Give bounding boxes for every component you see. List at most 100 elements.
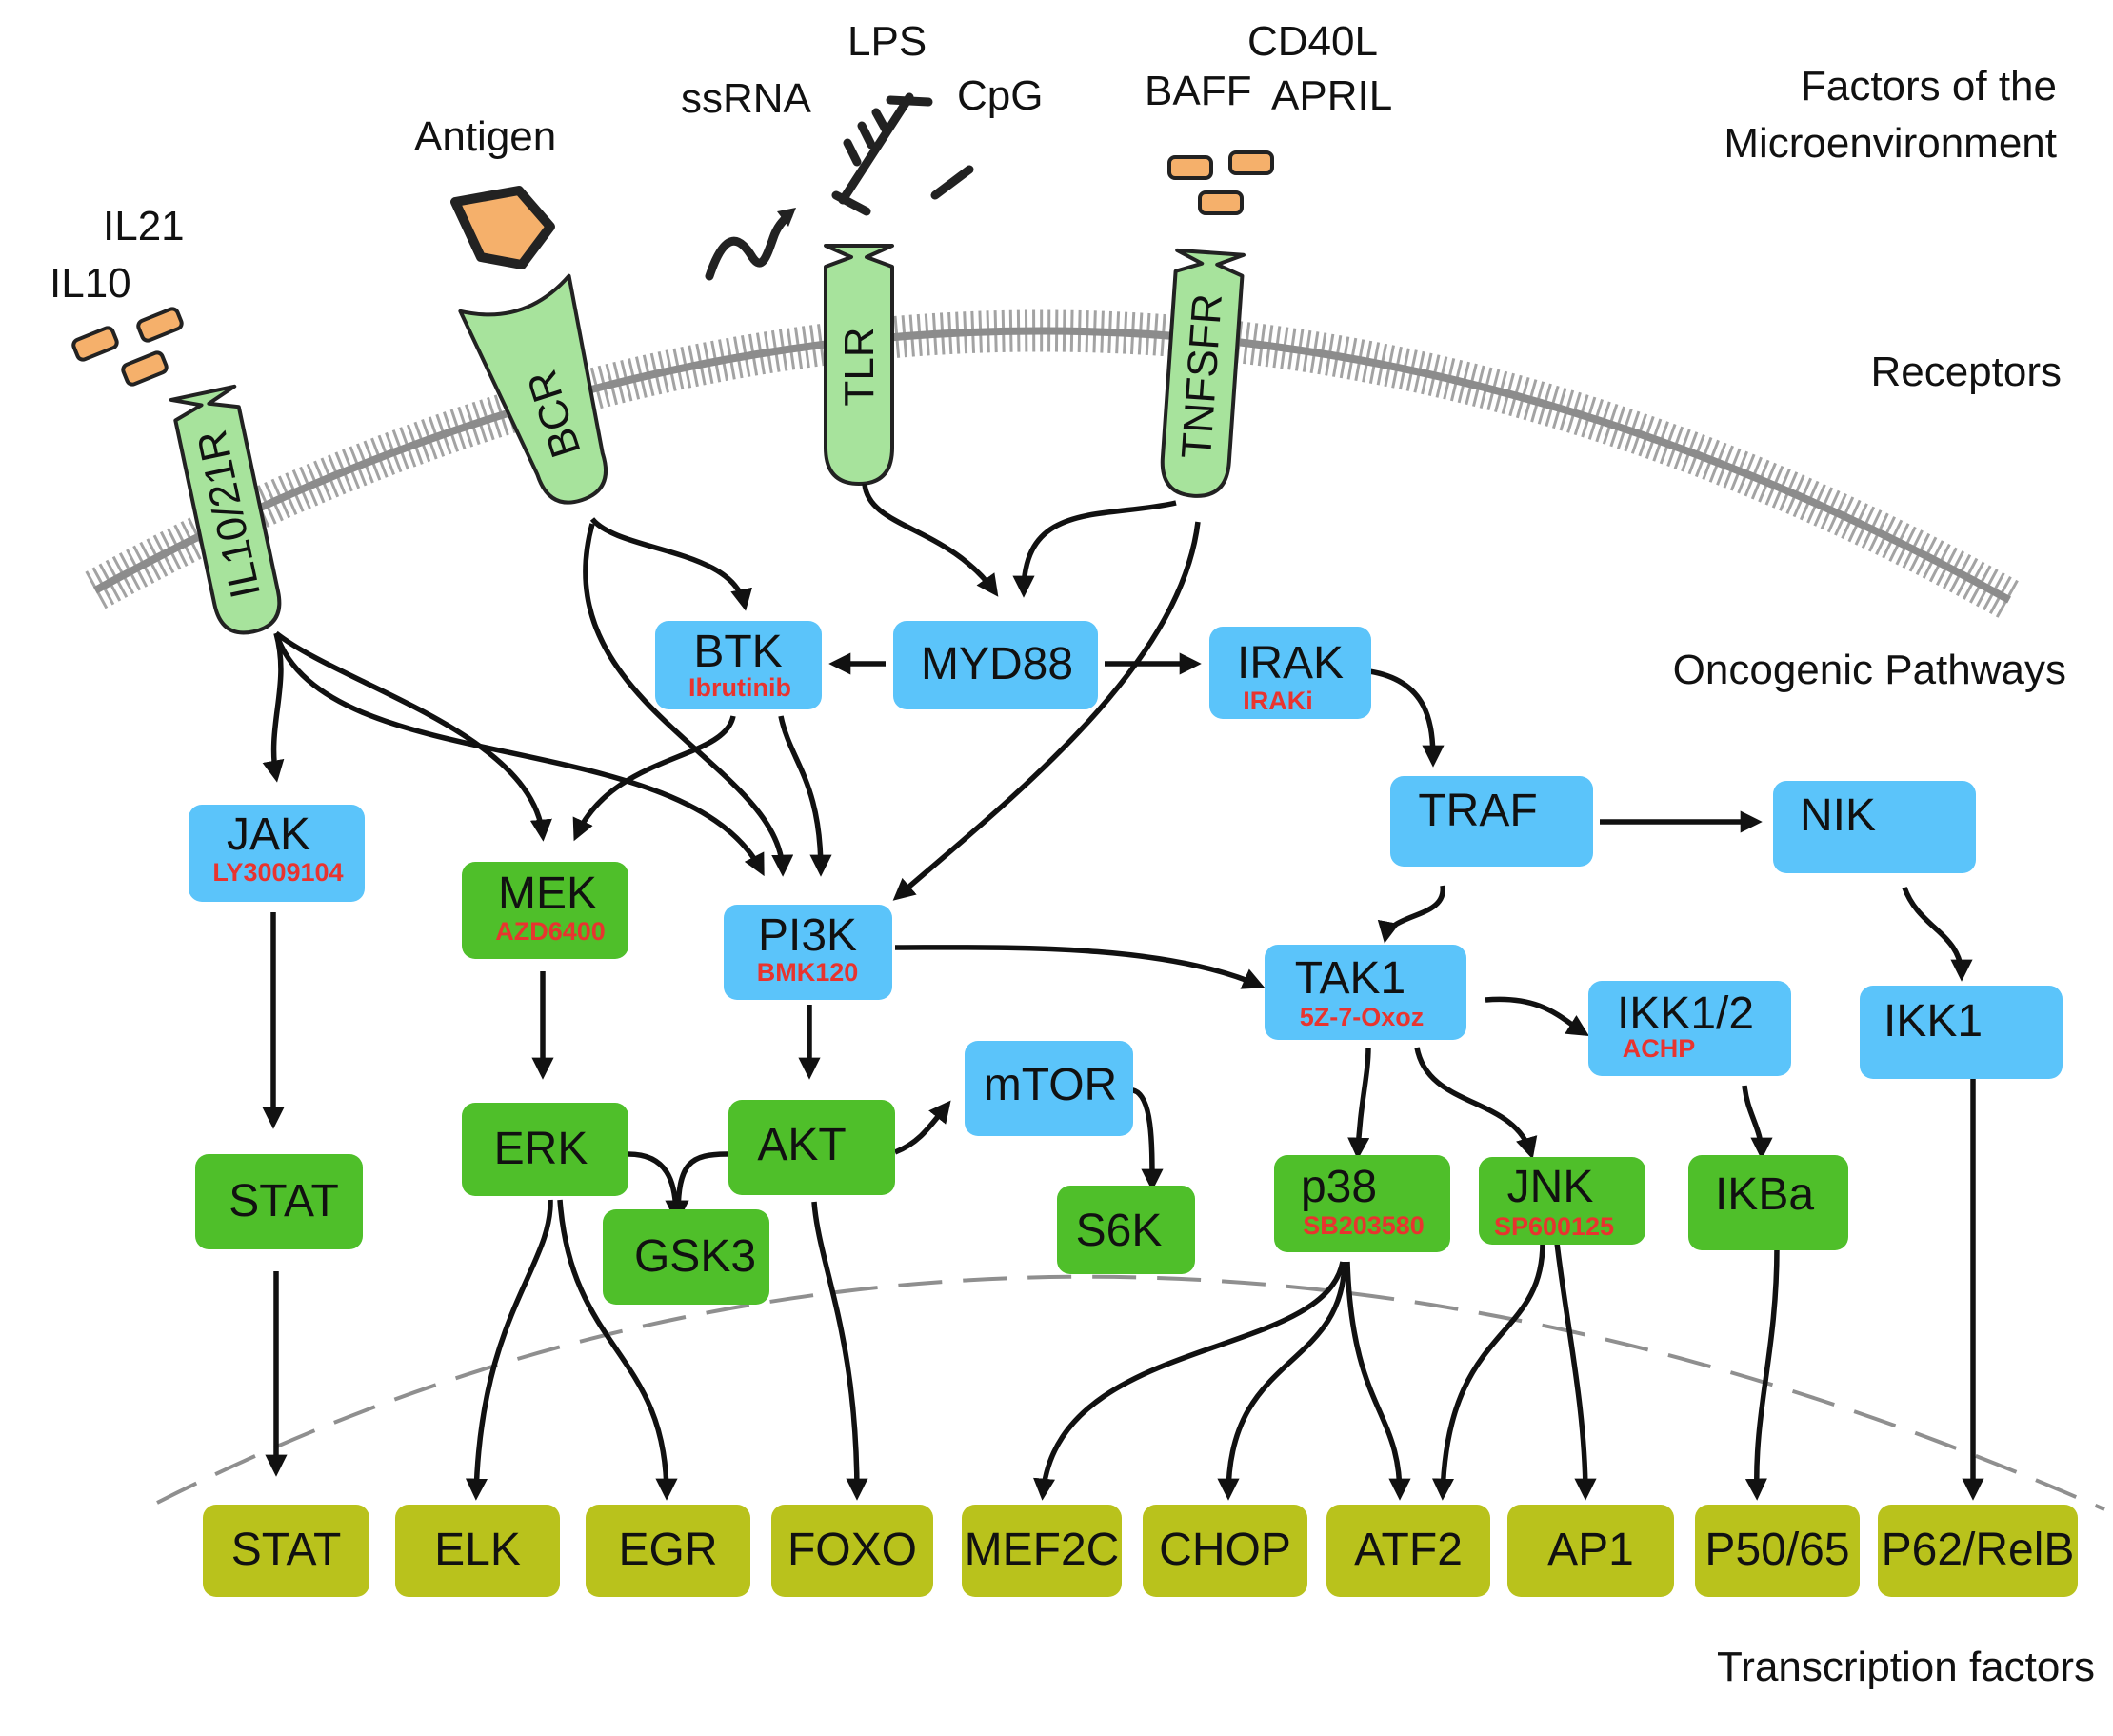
arrow-p38-chop	[1217, 1261, 1347, 1501]
node-jak-drug: LY3009104	[212, 858, 343, 887]
arrow-tak1-ikk12	[1485, 996, 1589, 1037]
node-stat-cyto[interactable]: STAT	[195, 1154, 363, 1249]
tf-mef2c-label: MEF2C	[965, 1525, 1120, 1575]
node-gsk3[interactable]: GSK3	[603, 1209, 769, 1305]
ssrna-shape	[705, 210, 793, 281]
node-btk[interactable]: BTK Ibrutinib	[655, 621, 822, 709]
cell-membrane	[85, 309, 2020, 619]
ligand-label-april: APRIL	[1271, 72, 1392, 119]
arrow-tnfsfr-myd88	[1012, 500, 1177, 598]
tf-p62-relb[interactable]: P62/RelB	[1878, 1505, 2078, 1597]
ligand-label-baff: BAFF	[1145, 68, 1251, 114]
node-btk-label: BTK	[693, 627, 782, 677]
section-label-microenvironment-2: Microenvironment	[1724, 120, 2057, 167]
tf-egr[interactable]: EGR	[586, 1505, 750, 1597]
node-tak1-drug: 5Z-7-Oxoz	[1300, 1003, 1425, 1031]
node-irak[interactable]: IRAK IRAKi	[1209, 627, 1371, 719]
receptor-label-tnfsfr: TNFSFR	[1173, 292, 1231, 461]
section-label-oncogenic-pathways: Oncogenic Pathways	[1673, 647, 2066, 693]
node-myd88[interactable]: MYD88	[893, 621, 1098, 709]
node-myd88-label: MYD88	[921, 639, 1073, 689]
nuclear-membrane	[156, 1274, 2105, 1511]
tf-chop[interactable]: CHOP	[1143, 1505, 1307, 1597]
arrow-il10r-jak	[262, 632, 285, 783]
tf-foxo[interactable]: FOXO	[771, 1505, 933, 1597]
node-ikk12[interactable]: IKK1/2 ACHP	[1588, 981, 1791, 1076]
node-jnk[interactable]: JNK SP600125	[1479, 1157, 1645, 1245]
ligand-label-antigen: Antigen	[414, 113, 556, 160]
antigen-shape	[450, 186, 555, 269]
arrow-btk-pi3k	[778, 715, 832, 877]
node-irak-label: IRAK	[1237, 638, 1344, 688]
section-label-microenvironment-1: Factors of the	[1801, 63, 2057, 110]
node-pi3k[interactable]: PI3K BMK120	[724, 905, 892, 1000]
receptor-tnfsfr[interactable]: TNFSFR	[1160, 248, 1246, 498]
arrow-erk-egr	[557, 1199, 678, 1501]
node-nik[interactable]: NIK	[1773, 781, 1976, 873]
receptor-tlr[interactable]: TLR	[824, 244, 894, 486]
node-akt[interactable]: AKT	[728, 1100, 895, 1195]
tf-stat-label: STAT	[231, 1525, 342, 1575]
arrow-pi3k-tak1	[894, 945, 1266, 989]
node-mtor[interactable]: mTOR	[965, 1041, 1133, 1136]
lps-shape	[831, 92, 933, 216]
node-jak[interactable]: JAK LY3009104	[189, 805, 365, 902]
node-p38[interactable]: p38 SB203580	[1274, 1155, 1450, 1252]
arrow-akt-foxo	[811, 1201, 868, 1501]
node-ikba-label: IKBa	[1715, 1169, 1814, 1220]
node-erk-label: ERK	[494, 1124, 588, 1174]
tf-ap1[interactable]: AP1	[1507, 1505, 1674, 1597]
node-traf-label: TRAF	[1418, 786, 1537, 836]
tf-ap1-label: AP1	[1547, 1525, 1634, 1575]
node-gsk3-label: GSK3	[634, 1231, 756, 1282]
tf-stat[interactable]: STAT	[203, 1505, 369, 1597]
receptor-bcr[interactable]: BCR	[458, 273, 636, 518]
node-ikk1[interactable]: IKK1	[1860, 986, 2063, 1079]
node-tak1[interactable]: TAK1 5Z-7-Oxoz	[1265, 945, 1466, 1040]
tf-atf2[interactable]: ATF2	[1326, 1505, 1490, 1597]
node-ikba[interactable]: IKBa	[1688, 1155, 1848, 1250]
arrow-il10r-mek	[274, 630, 552, 842]
arrow-irak-traf	[1368, 668, 1445, 768]
tf-elk-label: ELK	[434, 1525, 521, 1575]
node-erk[interactable]: ERK	[462, 1103, 628, 1196]
node-s6k[interactable]: S6K	[1057, 1186, 1195, 1274]
arrow-akt-gsk3	[667, 1151, 729, 1223]
receptor-il10-21r[interactable]: IL10/21R	[169, 384, 286, 639]
arrow-bcr-pi3k	[583, 523, 794, 877]
node-jnk-drug: SP600125	[1494, 1212, 1614, 1241]
node-btk-drug: Ibrutinib	[688, 673, 791, 702]
node-traf[interactable]: TRAF	[1390, 776, 1593, 867]
receptor-label-tlr: TLR	[836, 327, 883, 406]
cytokine-il-ligands	[71, 307, 184, 387]
section-label-transcription-factors: Transcription factors	[1717, 1644, 2095, 1690]
arrow-p38-mef2c	[1033, 1261, 1346, 1501]
node-mtor-label: mTOR	[984, 1060, 1117, 1110]
node-tak1-label: TAK1	[1295, 953, 1405, 1004]
tf-elk[interactable]: ELK	[395, 1505, 560, 1597]
tnf-family-ligands	[1167, 150, 1274, 215]
cpg-shape	[930, 165, 974, 200]
node-mek-label: MEK	[498, 868, 597, 919]
tf-p50-65[interactable]: P50/65	[1695, 1505, 1860, 1597]
node-ikk12-drug: ACHP	[1623, 1034, 1696, 1063]
signaling-arrows	[262, 483, 1984, 1501]
ligand-label-il10: IL10	[50, 260, 131, 307]
node-jnk-label: JNK	[1507, 1162, 1594, 1212]
arrow-nik-ikk1	[1902, 887, 1973, 982]
ligand-label-ssrna: ssRNA	[681, 75, 812, 122]
node-irak-drug: IRAKi	[1243, 687, 1313, 715]
arrow-il10r-pi3k	[273, 632, 765, 877]
tf-p62-relb-label: P62/RelB	[1882, 1525, 2075, 1575]
arrow-btk-mek	[572, 715, 736, 842]
arrow-bcr-btk	[589, 517, 752, 611]
tf-foxo-label: FOXO	[787, 1525, 917, 1575]
section-label-receptors: Receptors	[1870, 349, 2062, 395]
arrow-erk-elk	[465, 1199, 553, 1501]
node-mek[interactable]: MEK AZD6400	[462, 862, 628, 959]
tf-mef2c[interactable]: MEF2C	[962, 1505, 1122, 1597]
node-s6k-label: S6K	[1076, 1206, 1163, 1256]
arrow-traf-tak1	[1377, 885, 1445, 944]
ligand-label-lps: LPS	[847, 18, 927, 65]
arrow-jnk-atf2	[1431, 1242, 1545, 1501]
